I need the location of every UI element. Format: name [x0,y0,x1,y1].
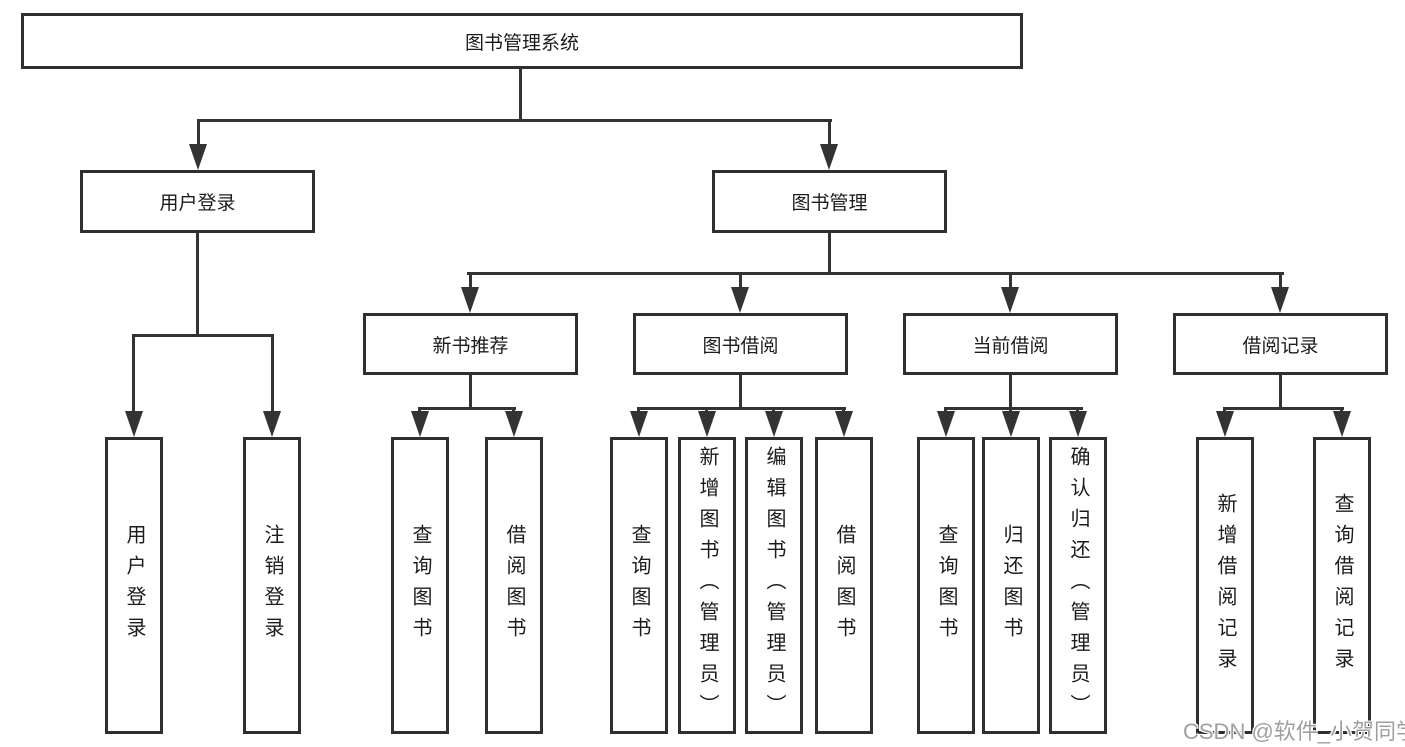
connector-line [1009,375,1012,410]
connector-line [519,69,522,122]
arrowhead [411,411,429,437]
node-library-management-system: 图书管理系统 [21,13,1023,69]
connector-line [1279,375,1282,410]
arrowhead [1216,411,1234,437]
connector-line [944,407,1083,410]
node-book-borrowing: 图书借阅 [633,313,848,375]
arrowhead [1002,411,1020,437]
arrowhead [505,411,523,437]
node-label: 用户登录 [159,193,236,214]
node-label: 注销登录 [261,523,283,648]
node-label: 查询图书 [935,523,957,648]
leaf-query-books-recommend: 查询图书 [391,437,449,734]
node-label: 图书管理 [791,193,868,214]
leaf-return-books: 归还图书 [982,437,1040,734]
leaf-user-login: 用户登录 [105,437,163,734]
connector-line [1009,275,1012,291]
leaf-add-books-admin: 新增图书（管理员） [678,437,736,734]
arrowhead [1069,411,1087,437]
leaf-query-books-current: 查询图书 [917,437,975,734]
node-label: 图书借阅 [702,335,779,357]
arrowhead [125,411,143,437]
connector-line [637,407,846,410]
connector-line [197,119,832,122]
node-label: 查询借阅记录 [1331,492,1353,679]
arrowhead [1333,411,1351,437]
node-user-login: 用户登录 [80,170,315,233]
node-label: 归还图书 [1000,523,1022,648]
connector-line [271,334,274,415]
arrowhead [820,144,838,170]
arrowhead [461,287,479,313]
csdn-watermark: CSDN @软件_小贺同学 [1183,719,1405,744]
connector-line [196,233,199,337]
arrowhead [189,144,207,170]
node-label: 借阅图书 [833,523,855,648]
node-book-management: 图书管理 [712,170,947,233]
connector-line [469,275,472,291]
connector-line [828,122,831,145]
node-label: 查询图书 [409,523,431,648]
leaf-logout: 注销登录 [243,437,301,734]
connector-line [469,375,472,410]
node-borrowing-records: 借阅记录 [1173,313,1388,375]
node-label: 借阅记录 [1242,335,1319,357]
leaf-add-borrow-record: 新增借阅记录 [1196,437,1254,734]
node-label: 图书管理系统 [464,32,579,54]
arrowhead [835,411,853,437]
node-label: 借阅图书 [503,523,525,648]
node-label: 用户登录 [123,523,145,648]
arrowhead [263,411,281,437]
connector-line [828,233,831,275]
node-label: 确认归还（管理员） [1067,446,1089,725]
node-label: 当前借阅 [972,335,1049,357]
leaf-query-borrow-record: 查询借阅记录 [1313,437,1371,734]
arrowhead [731,287,749,313]
arrowhead [765,411,783,437]
arrowhead [937,411,955,437]
node-label: 编辑图书（管理员） [763,446,785,725]
node-label: 新书推荐 [432,335,509,357]
node-label: 查询图书 [628,523,650,648]
node-new-book-recommendation: 新书推荐 [363,313,578,375]
connector-line [132,334,274,337]
connector-line [197,122,200,145]
leaf-query-books-borrowing: 查询图书 [610,437,668,734]
node-current-borrowing: 当前借阅 [903,313,1118,375]
node-label: 新增借阅记录 [1214,492,1236,679]
connector-line [418,407,516,410]
arrowhead [630,411,648,437]
arrowhead [1271,287,1289,313]
leaf-borrow-books-recommend: 借阅图书 [485,437,543,734]
connector-line [467,272,1284,275]
connector-line [739,375,742,410]
connector-line [1223,407,1344,410]
connector-line [132,334,135,415]
connector-line [739,275,742,291]
arrowhead [1001,287,1019,313]
arrowhead [698,411,716,437]
node-label: 新增图书（管理员） [696,446,718,725]
leaf-edit-books-admin: 编辑图书（管理员） [745,437,803,734]
leaf-confirm-return-admin: 确认归还（管理员） [1049,437,1107,734]
connector-line [1279,275,1282,291]
leaf-borrow-books: 借阅图书 [815,437,873,734]
